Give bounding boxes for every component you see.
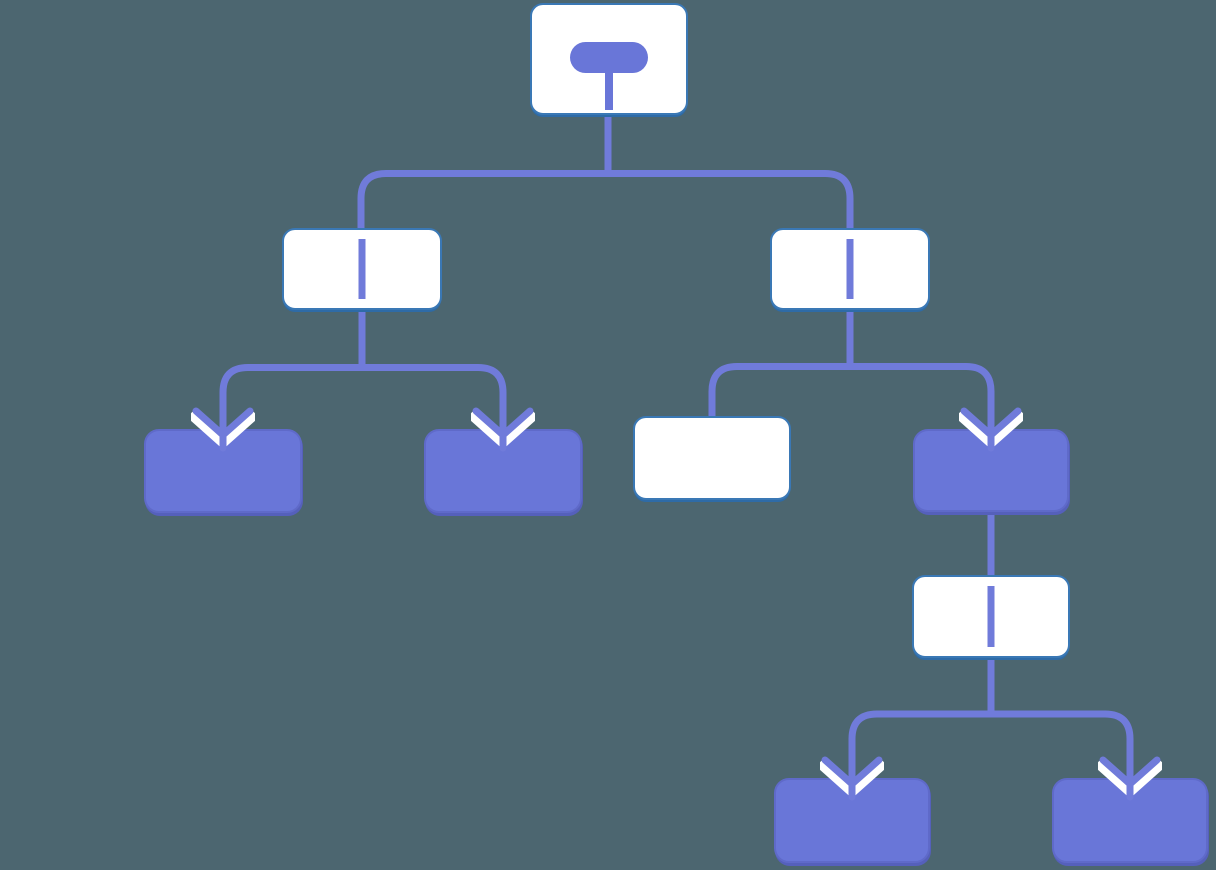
pass-through-connector-line xyxy=(846,239,854,299)
connector-edge xyxy=(357,170,854,240)
connector-edge xyxy=(219,364,507,424)
pass-through-connector-line xyxy=(987,586,995,647)
pill-stem xyxy=(605,71,613,110)
pass-through-connector-line xyxy=(358,239,366,299)
node-mid-purple[interactable] xyxy=(913,429,1069,512)
node-root[interactable] xyxy=(530,3,688,115)
connector-edge xyxy=(708,363,995,424)
node-leaf-bottom-2[interactable] xyxy=(1052,778,1208,863)
node-leaf-bottom-1[interactable] xyxy=(774,778,930,863)
collapsed-node-pill-icon xyxy=(570,42,648,73)
node-branch-left[interactable] xyxy=(282,228,442,310)
node-branch-right[interactable] xyxy=(770,228,930,310)
node-branch-bottom[interactable] xyxy=(912,575,1070,658)
node-leaf-white[interactable] xyxy=(633,416,791,500)
node-leaf-left-2[interactable] xyxy=(424,429,582,513)
connector-edge xyxy=(848,710,1134,760)
node-leaf-left-1[interactable] xyxy=(144,429,302,513)
